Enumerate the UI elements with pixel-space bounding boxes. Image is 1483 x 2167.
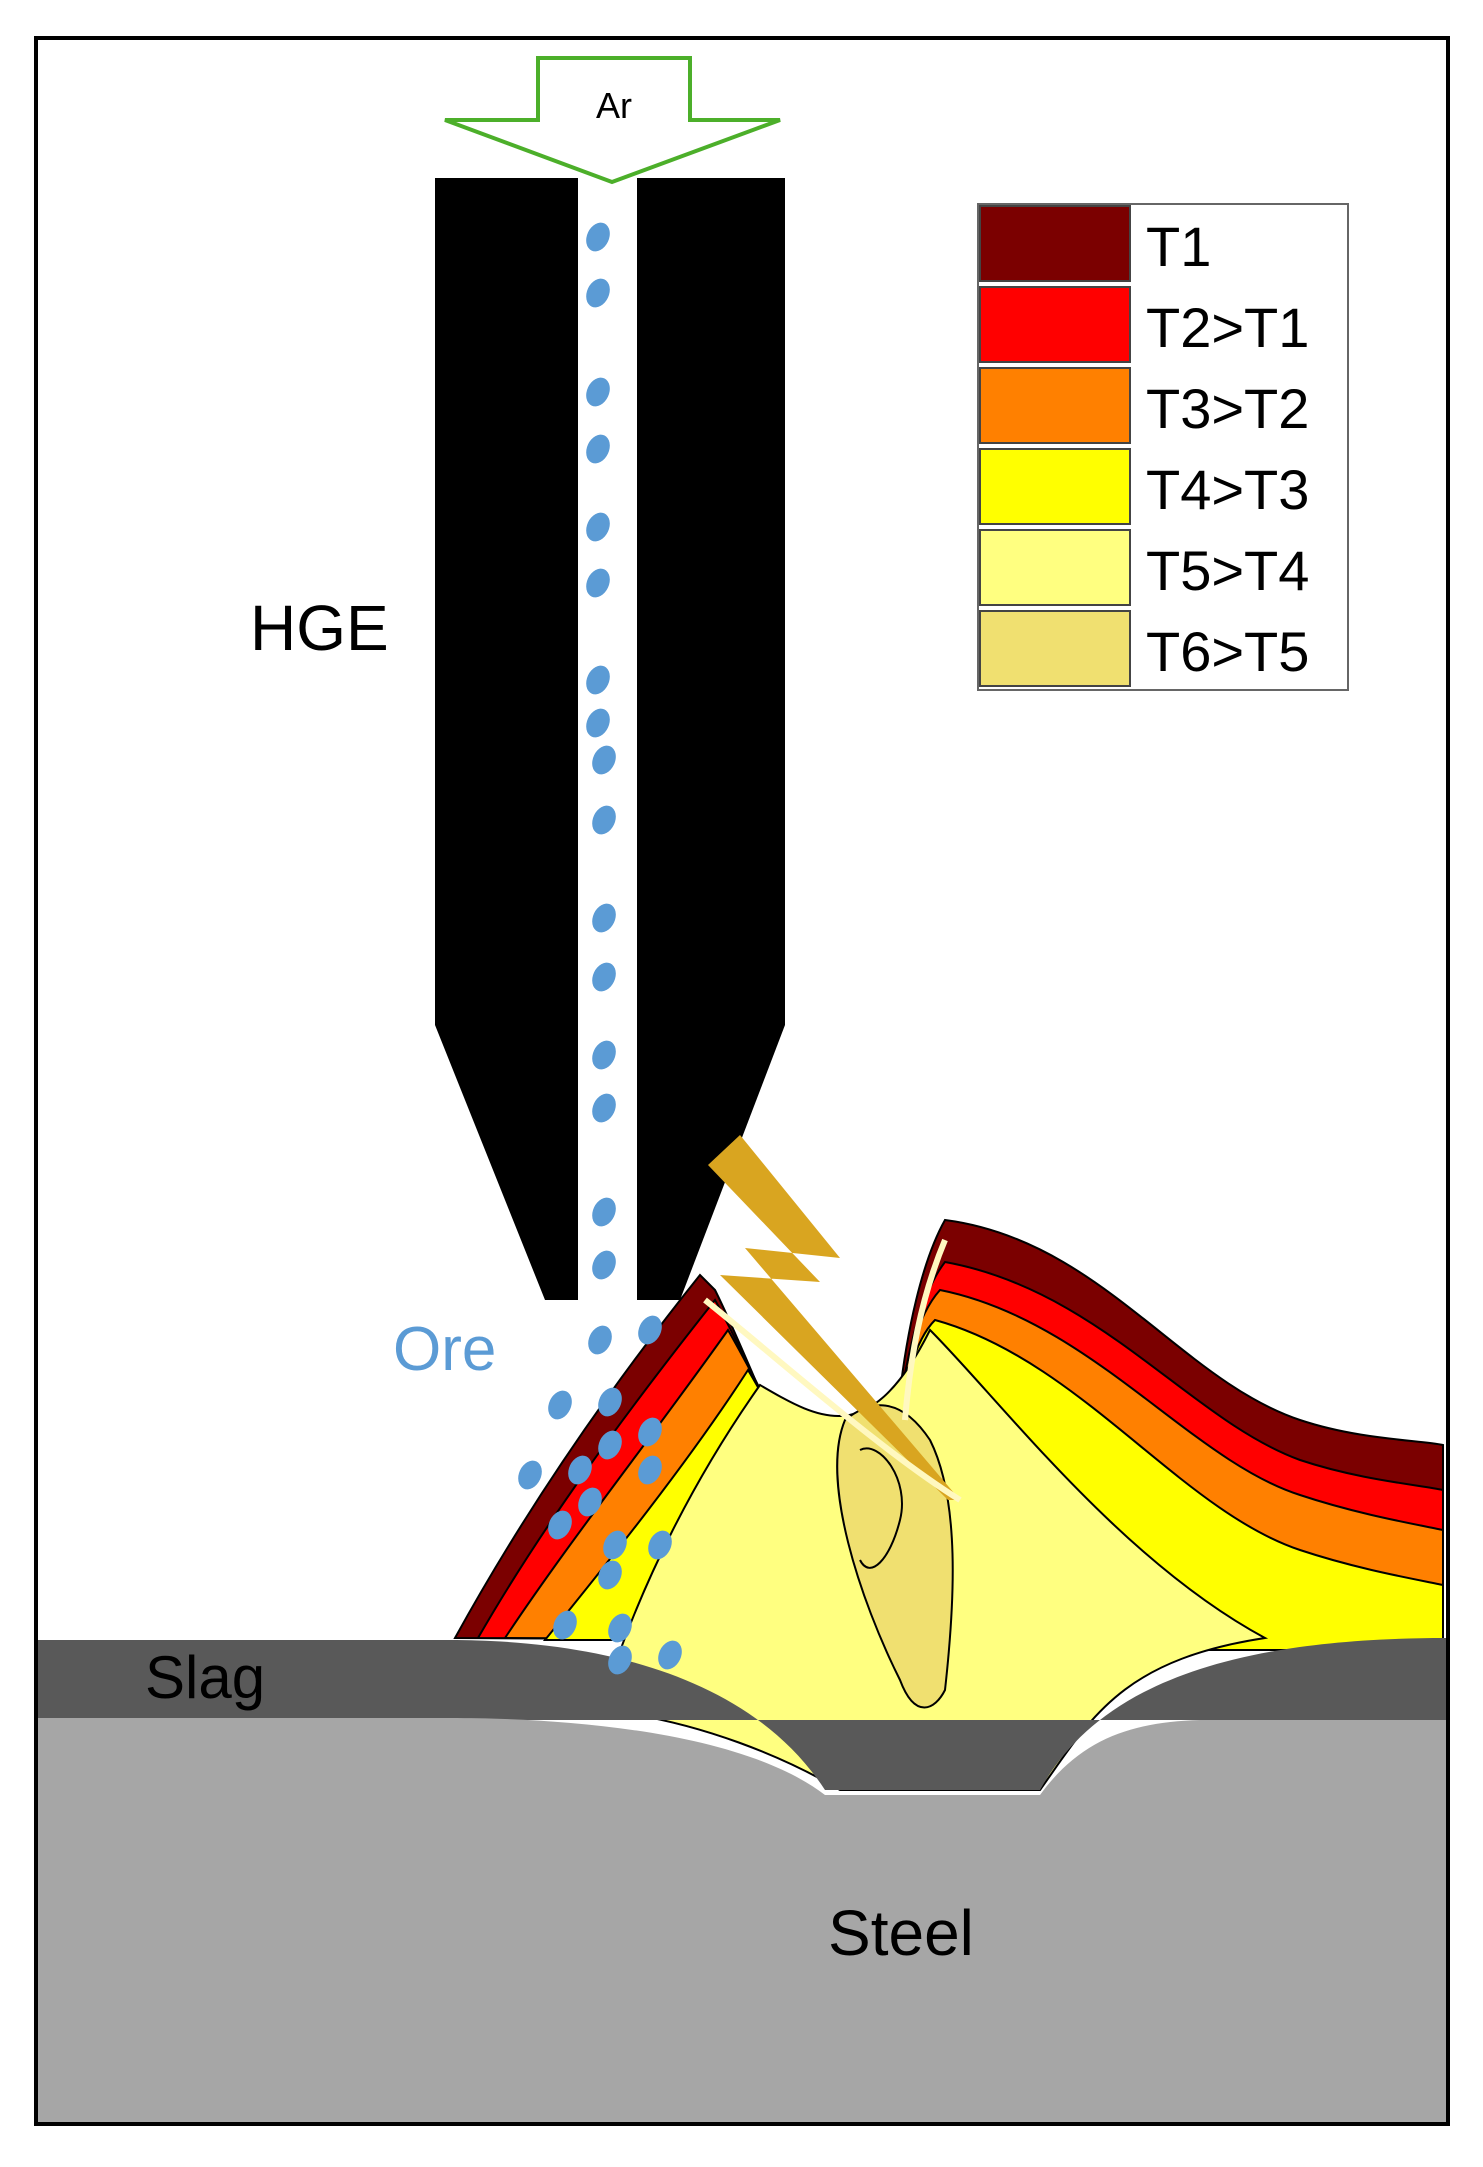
- ore-particle: [658, 1640, 682, 1670]
- ore-particle: [518, 1460, 542, 1490]
- ore-particle: [598, 1560, 622, 1590]
- ore-particle: [553, 1610, 577, 1640]
- ore-particle: [586, 568, 610, 598]
- legend-label: T6>T5: [1146, 620, 1309, 683]
- legend-frame: [977, 203, 1349, 691]
- ore-particle: [592, 805, 616, 835]
- ore-particle: [638, 1417, 662, 1447]
- electrode-label: HGE: [250, 592, 389, 664]
- legend-swatch: [979, 367, 1131, 444]
- arc-glow: [703, 1238, 962, 1503]
- legend-label: T3>T2: [1146, 377, 1309, 440]
- ore-particle: [578, 1487, 602, 1517]
- ore-particle: [592, 962, 616, 992]
- ore-particle: [586, 512, 610, 542]
- ore-particle: [603, 1530, 627, 1560]
- electrode-left-half: [435, 178, 578, 1300]
- legend-swatch: [979, 286, 1131, 363]
- steel-base: [38, 1718, 1446, 2122]
- argon-inlet-arrow: [444, 56, 781, 185]
- zone-t6-inner: [859, 1447, 903, 1569]
- slag-layer: [38, 1638, 1446, 1790]
- legend-label: T2>T1: [1146, 296, 1309, 359]
- temperature-zones: [453, 1218, 1444, 1791]
- zone-t6: [836, 1404, 954, 1709]
- ore-particle: [608, 1645, 632, 1675]
- ore-particle: [638, 1455, 662, 1485]
- ore-particle: [586, 278, 610, 308]
- ore-particle: [592, 1197, 616, 1227]
- ore-particle: [592, 1250, 616, 1280]
- legend-swatch: [979, 448, 1131, 525]
- ore-particle: [586, 434, 610, 464]
- ore-particle: [592, 1093, 616, 1123]
- legend-swatch: [979, 610, 1131, 687]
- argon-label: Ar: [596, 85, 632, 126]
- ore-particle: [648, 1530, 672, 1560]
- ore-particles: [518, 222, 682, 1675]
- ore-particle: [638, 1315, 662, 1345]
- steel-label: Steel: [828, 1897, 974, 1969]
- ore-particle: [586, 708, 610, 738]
- legend-label: T5>T4: [1146, 539, 1309, 602]
- ore-particle: [548, 1510, 572, 1540]
- ore-particle: [592, 903, 616, 933]
- legend-swatch: [979, 205, 1131, 282]
- ore-particle: [586, 222, 610, 252]
- slag-label: Slag: [145, 1644, 265, 1711]
- ore-particle: [586, 377, 610, 407]
- ore-particle: [592, 1040, 616, 1070]
- hollow-graphite-electrode: [435, 178, 785, 1300]
- legend-swatch: [979, 529, 1131, 606]
- ore-particle: [548, 1390, 572, 1420]
- ore-particle: [592, 745, 616, 775]
- ore-particle: [598, 1387, 622, 1417]
- legend-label: T4>T3: [1146, 458, 1309, 521]
- ore-particle: [598, 1430, 622, 1460]
- ore-particle: [568, 1455, 592, 1485]
- ore-particle: [608, 1613, 632, 1643]
- ore-label: Ore: [393, 1315, 496, 1384]
- ore-particle: [586, 665, 610, 695]
- arc-flash: [708, 1135, 960, 1500]
- legend-label: T1: [1146, 215, 1211, 278]
- electrode-right-half: [637, 178, 785, 1300]
- ore-particle: [588, 1325, 612, 1355]
